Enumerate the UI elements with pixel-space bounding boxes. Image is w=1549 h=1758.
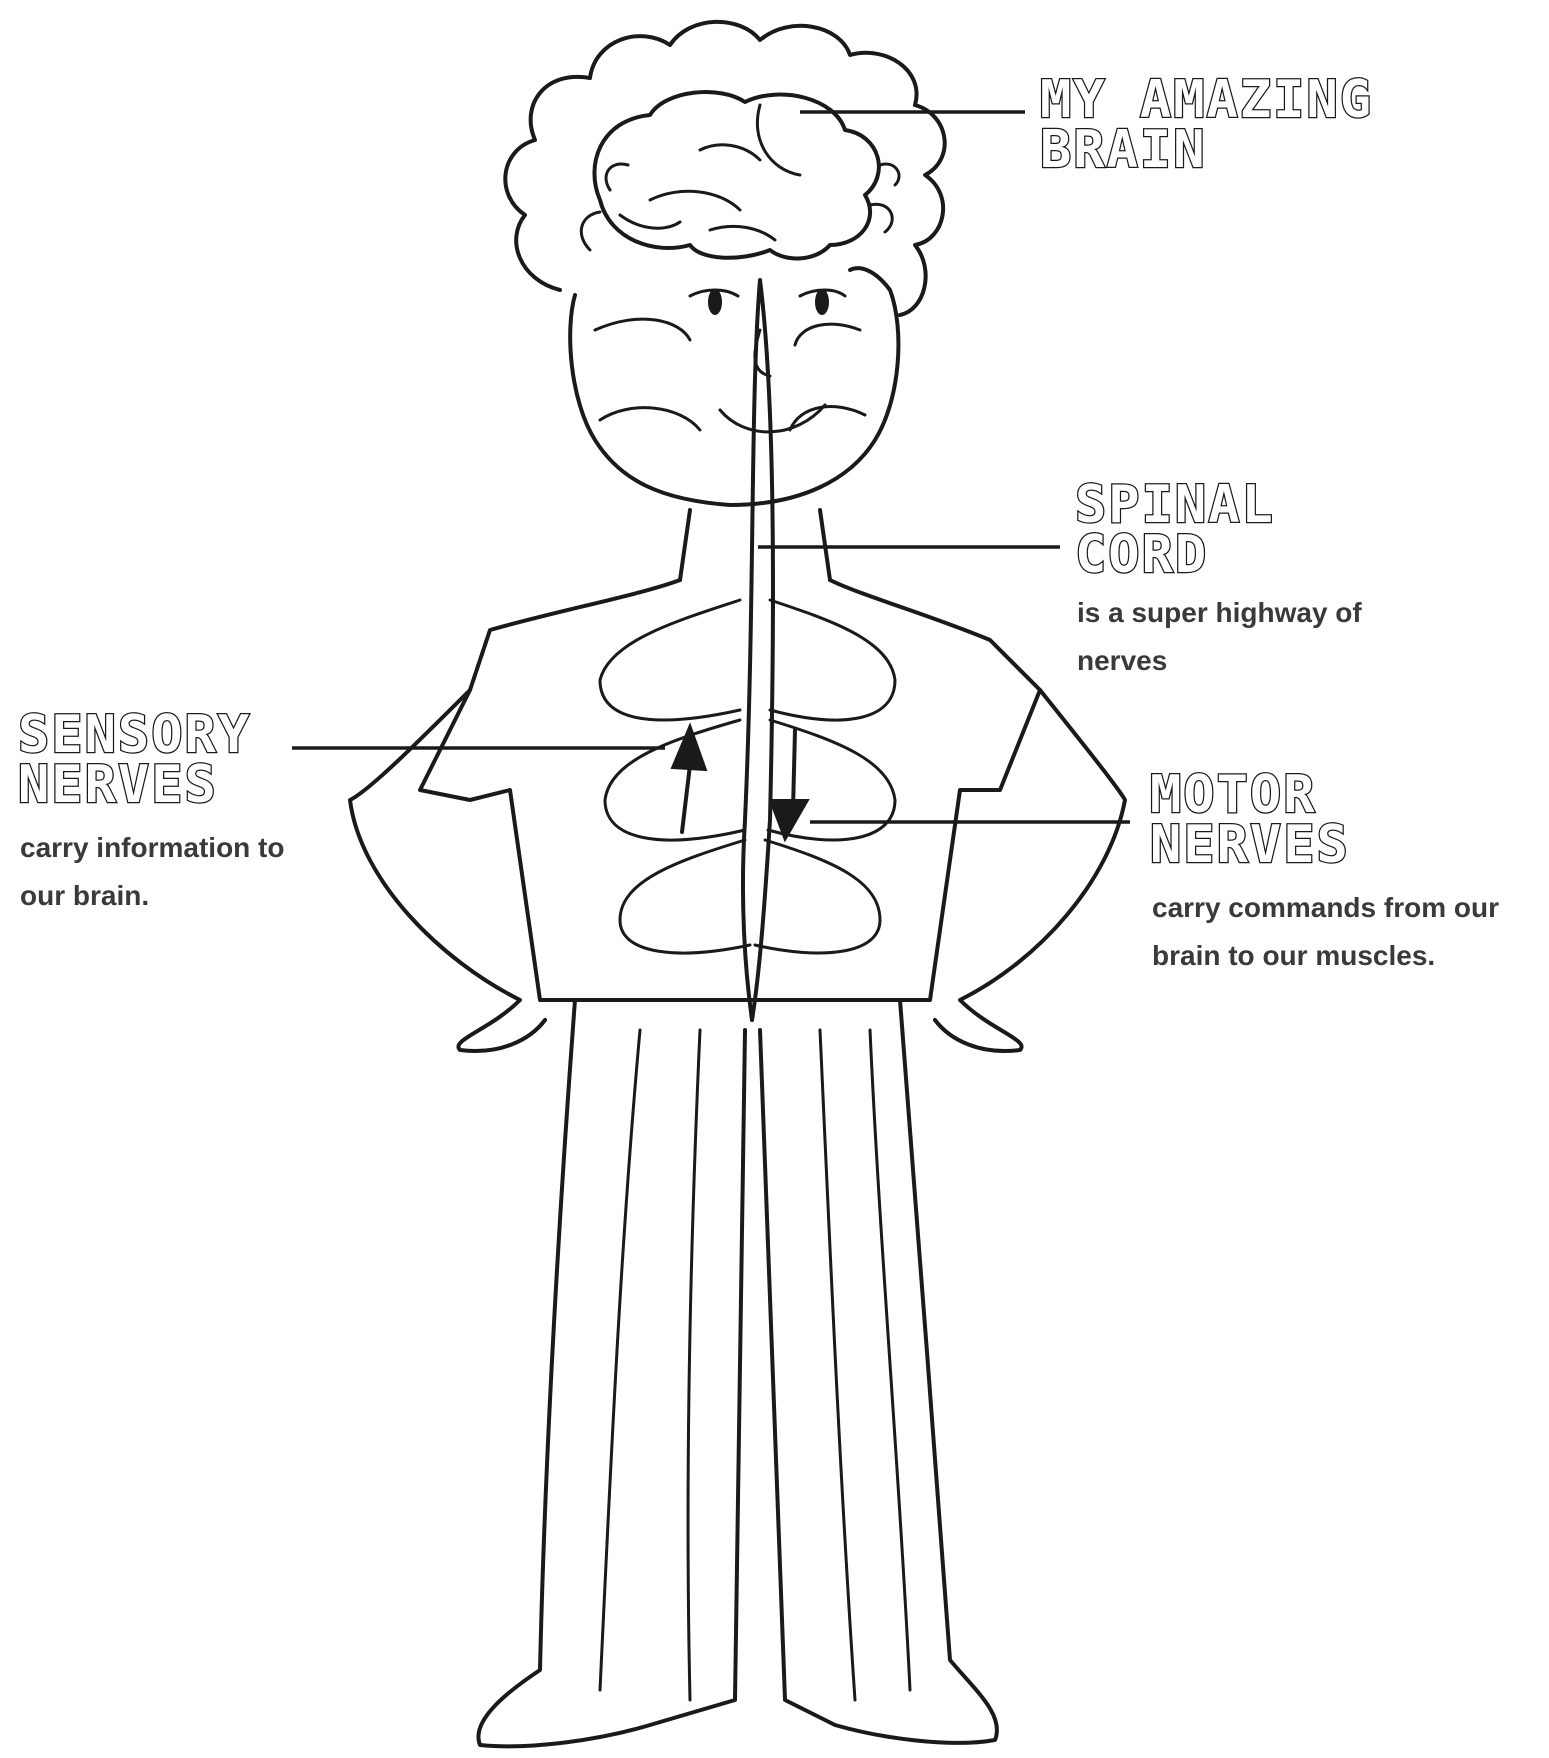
left-eye-icon (709, 290, 721, 314)
spinal-title-line2: CORD (1075, 525, 1208, 585)
torso (420, 580, 1040, 1000)
sensory-nerves-label: SENSORY NERVES carry information to our … (18, 705, 284, 911)
sensory-title-line2: NERVES (18, 755, 218, 815)
sensory-desc-line2: our brain. (20, 880, 149, 911)
spinal-desc-line1: is a super highway of (1077, 597, 1362, 628)
face-nerves (595, 319, 865, 430)
neck (680, 510, 830, 580)
child-figure (350, 22, 1125, 1746)
motor-nerves-label: MOTOR NERVES carry commands from our bra… (1150, 765, 1499, 971)
right-arm (935, 690, 1125, 1051)
spinal-desc-line2: nerves (1077, 645, 1167, 676)
brain-label: MY AMAZING BRAIN (1040, 70, 1373, 180)
brain-folds (620, 105, 800, 240)
spinal-cord-label: SPINAL CORD is a super highway of nerves (1075, 475, 1362, 676)
spinal-cord (743, 280, 773, 1020)
sensory-desc-line1: carry information to (20, 832, 284, 863)
motor-desc-line1: carry commands from our (1152, 892, 1499, 923)
leg-nerves (600, 1030, 910, 1700)
left-arm (350, 690, 545, 1051)
left-leg (478, 1000, 745, 1746)
right-leg (760, 1000, 997, 1743)
brain (594, 92, 878, 258)
motor-arrow (770, 730, 808, 840)
motor-desc-line2: brain to our muscles. (1152, 940, 1435, 971)
motor-title-line2: NERVES (1150, 815, 1350, 875)
brain-title-line2: BRAIN (1040, 120, 1207, 180)
right-eye-icon (816, 290, 828, 314)
face (570, 268, 898, 505)
